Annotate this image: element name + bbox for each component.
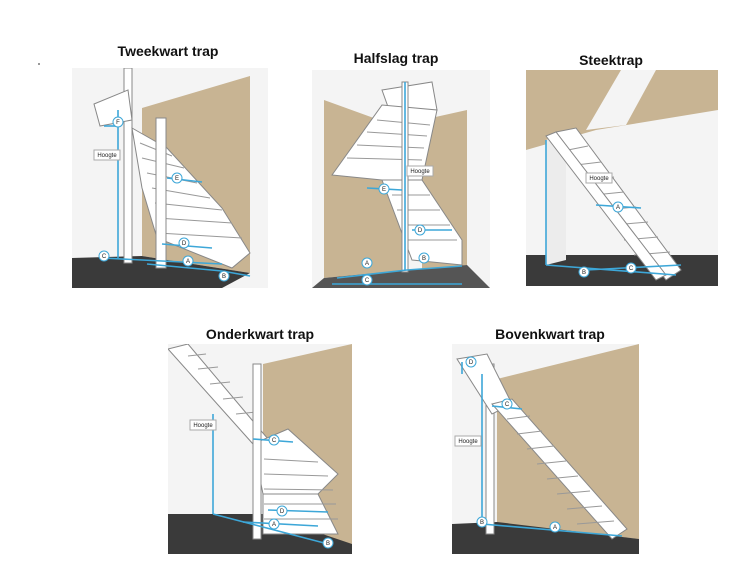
tweekwart-stair-diagram: F Hoogte E D C A B bbox=[72, 68, 251, 288]
wall bbox=[497, 344, 639, 539]
onderkwart-stair-diagram: Hoogte C D A B bbox=[168, 344, 352, 554]
floor bbox=[452, 522, 639, 554]
bovenkwart-stair-diagram: D C Hoogte B A bbox=[452, 344, 639, 554]
label-a: A bbox=[365, 261, 369, 267]
label-hoogte: Hoogte bbox=[589, 176, 609, 182]
floor bbox=[312, 265, 490, 288]
stringer bbox=[155, 117, 167, 269]
stray-dot bbox=[38, 63, 40, 65]
label-c: C bbox=[629, 266, 634, 272]
label-c: C bbox=[365, 278, 370, 284]
panel-bovenkwart: D C Hoogte B A bbox=[452, 344, 639, 554]
landing bbox=[93, 89, 133, 127]
label-b: B bbox=[480, 520, 484, 526]
panel-onderkwart: Hoogte C D A B bbox=[168, 344, 352, 554]
label-c: C bbox=[102, 254, 107, 260]
label-c: C bbox=[272, 438, 277, 444]
label-b: B bbox=[222, 274, 226, 280]
title-tweekwart: Tweekwart trap bbox=[117, 43, 219, 59]
label-hoogte: Hoogte bbox=[97, 153, 117, 159]
label-e: E bbox=[175, 176, 179, 182]
upper-flight bbox=[331, 104, 438, 181]
ceiling-opening bbox=[586, 70, 656, 130]
panel-steek: Hoogte A B C bbox=[526, 70, 718, 286]
title-onderkwart: Onderkwart trap bbox=[205, 326, 315, 342]
panel-tweekwart: F Hoogte E D C A B bbox=[72, 68, 268, 288]
back-wall bbox=[546, 132, 566, 265]
label-d: D bbox=[418, 228, 423, 234]
label-a: A bbox=[553, 525, 557, 531]
steek-stair-diagram: Hoogte A B C bbox=[526, 70, 718, 286]
label-b: B bbox=[582, 270, 586, 276]
title-halfslag: Halfslag trap bbox=[353, 50, 439, 66]
floor bbox=[72, 256, 250, 288]
label-d: D bbox=[280, 509, 285, 515]
label-a: A bbox=[186, 259, 190, 265]
label-b: B bbox=[422, 256, 426, 262]
label-hoogte: Hoogte bbox=[410, 169, 430, 175]
label-a: A bbox=[616, 205, 620, 211]
panel-halfslag: Hoogte E D A B C bbox=[312, 70, 490, 288]
label-a: A bbox=[272, 522, 276, 528]
label-c: C bbox=[505, 402, 510, 408]
label-e: E bbox=[382, 187, 386, 193]
newel-post bbox=[123, 68, 133, 264]
label-d: D bbox=[182, 241, 187, 247]
halfslag-stair-diagram: Hoogte E D A B C bbox=[312, 81, 490, 288]
label-hoogte: Hoogte bbox=[193, 423, 213, 429]
title-bovenkwart: Bovenkwart trap bbox=[495, 326, 605, 342]
label-f: F bbox=[116, 120, 120, 126]
title-steek: Steektrap bbox=[579, 52, 643, 68]
label-d: D bbox=[469, 360, 474, 366]
label-hoogte: Hoogte bbox=[458, 439, 478, 445]
newel-post bbox=[252, 363, 262, 540]
label-b: B bbox=[326, 541, 330, 547]
